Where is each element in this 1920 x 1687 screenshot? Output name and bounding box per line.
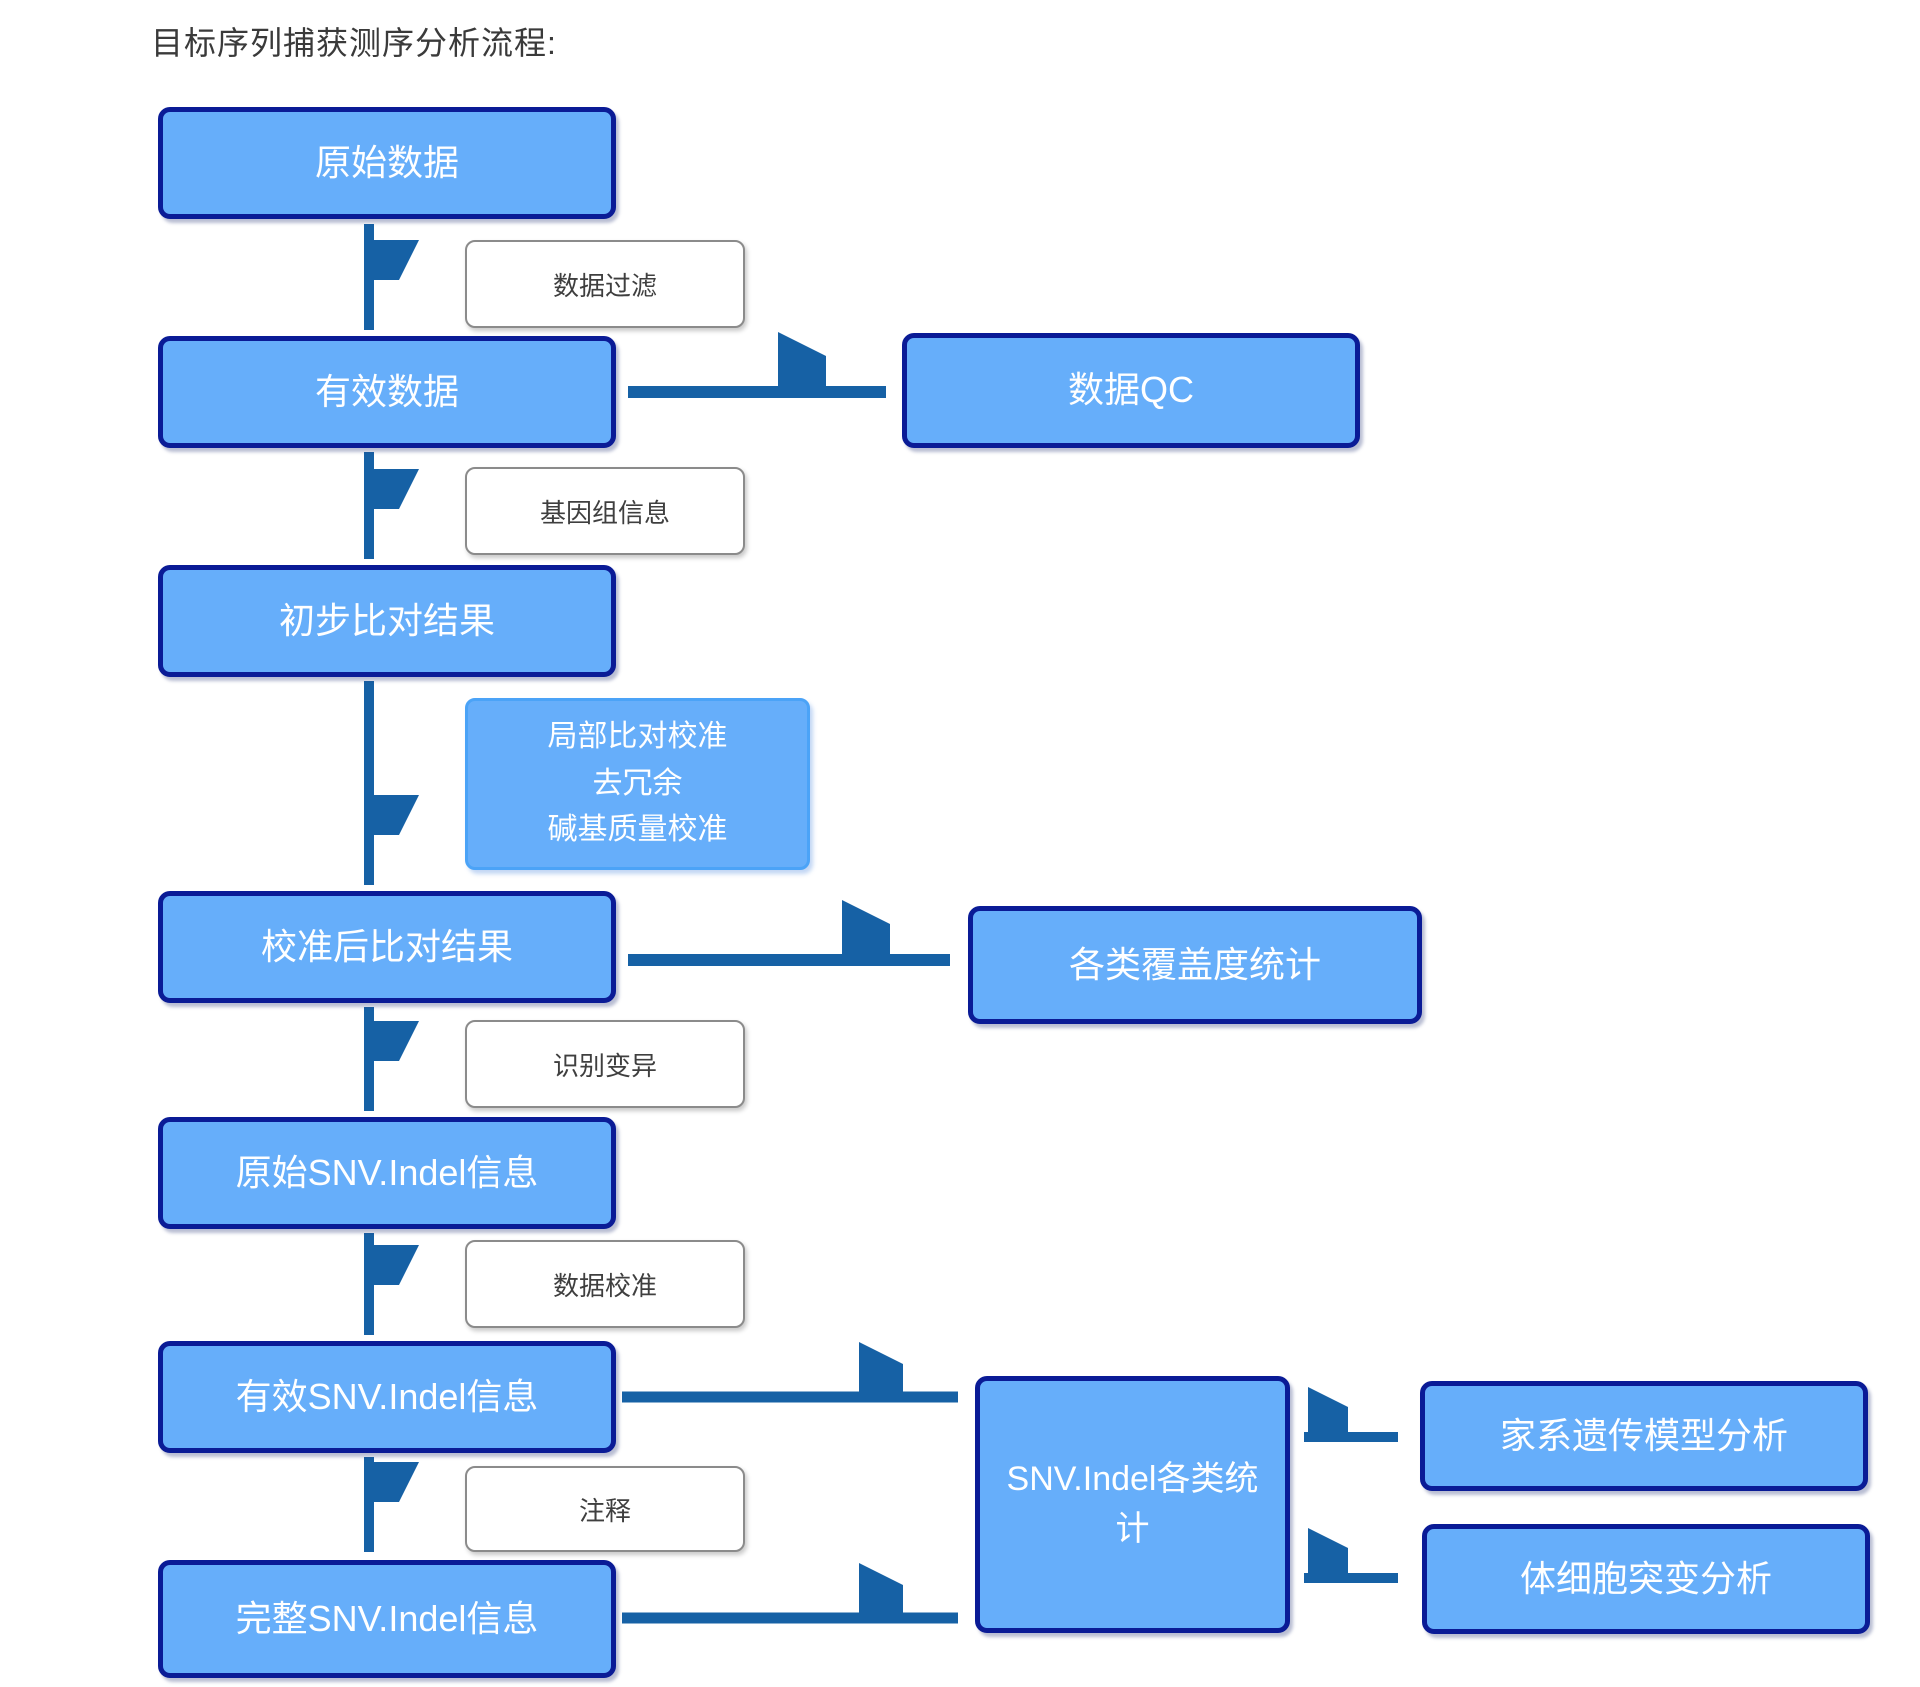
step-data-calibration: 数据校准: [465, 1240, 745, 1328]
node-initial-alignment: 初步比对结果: [158, 565, 616, 677]
node-complete-snv-indel: 完整SNV.Indel信息: [158, 1560, 616, 1678]
node-raw-snv-indel: 原始SNV.Indel信息: [158, 1117, 616, 1229]
node-snv-indel-stats: SNV.Indel各类统计: [975, 1376, 1290, 1633]
page-title: 目标序列捕获测序分析流程:: [151, 25, 557, 61]
node-coverage-stats: 各类覆盖度统计: [968, 906, 1422, 1024]
node-pedigree-model: 家系遗传模型分析: [1420, 1381, 1868, 1491]
step-local-realignment-line1: 局部比对校准: [547, 720, 728, 754]
step-local-realignment-line3: 碱基质量校准: [547, 813, 728, 847]
node-valid-snv-indel: 有效SNV.Indel信息: [158, 1341, 616, 1453]
node-valid-data: 有效数据: [158, 336, 616, 448]
step-data-filter: 数据过滤: [465, 240, 745, 328]
step-annotation: 注释: [465, 1466, 745, 1552]
node-somatic-mutation: 体细胞突变分析: [1422, 1524, 1870, 1634]
node-raw-data: 原始数据: [158, 107, 616, 219]
step-local-realignment-line2: 去冗余: [592, 766, 683, 800]
step-local-realignment: 局部比对校准 去冗余 碱基质量校准: [465, 698, 810, 870]
node-data-qc: 数据QC: [902, 333, 1360, 448]
step-variant-calling: 识别变异: [465, 1020, 745, 1108]
node-calibrated-alignment: 校准后比对结果: [158, 891, 616, 1003]
step-genome-info: 基因组信息: [465, 467, 745, 555]
